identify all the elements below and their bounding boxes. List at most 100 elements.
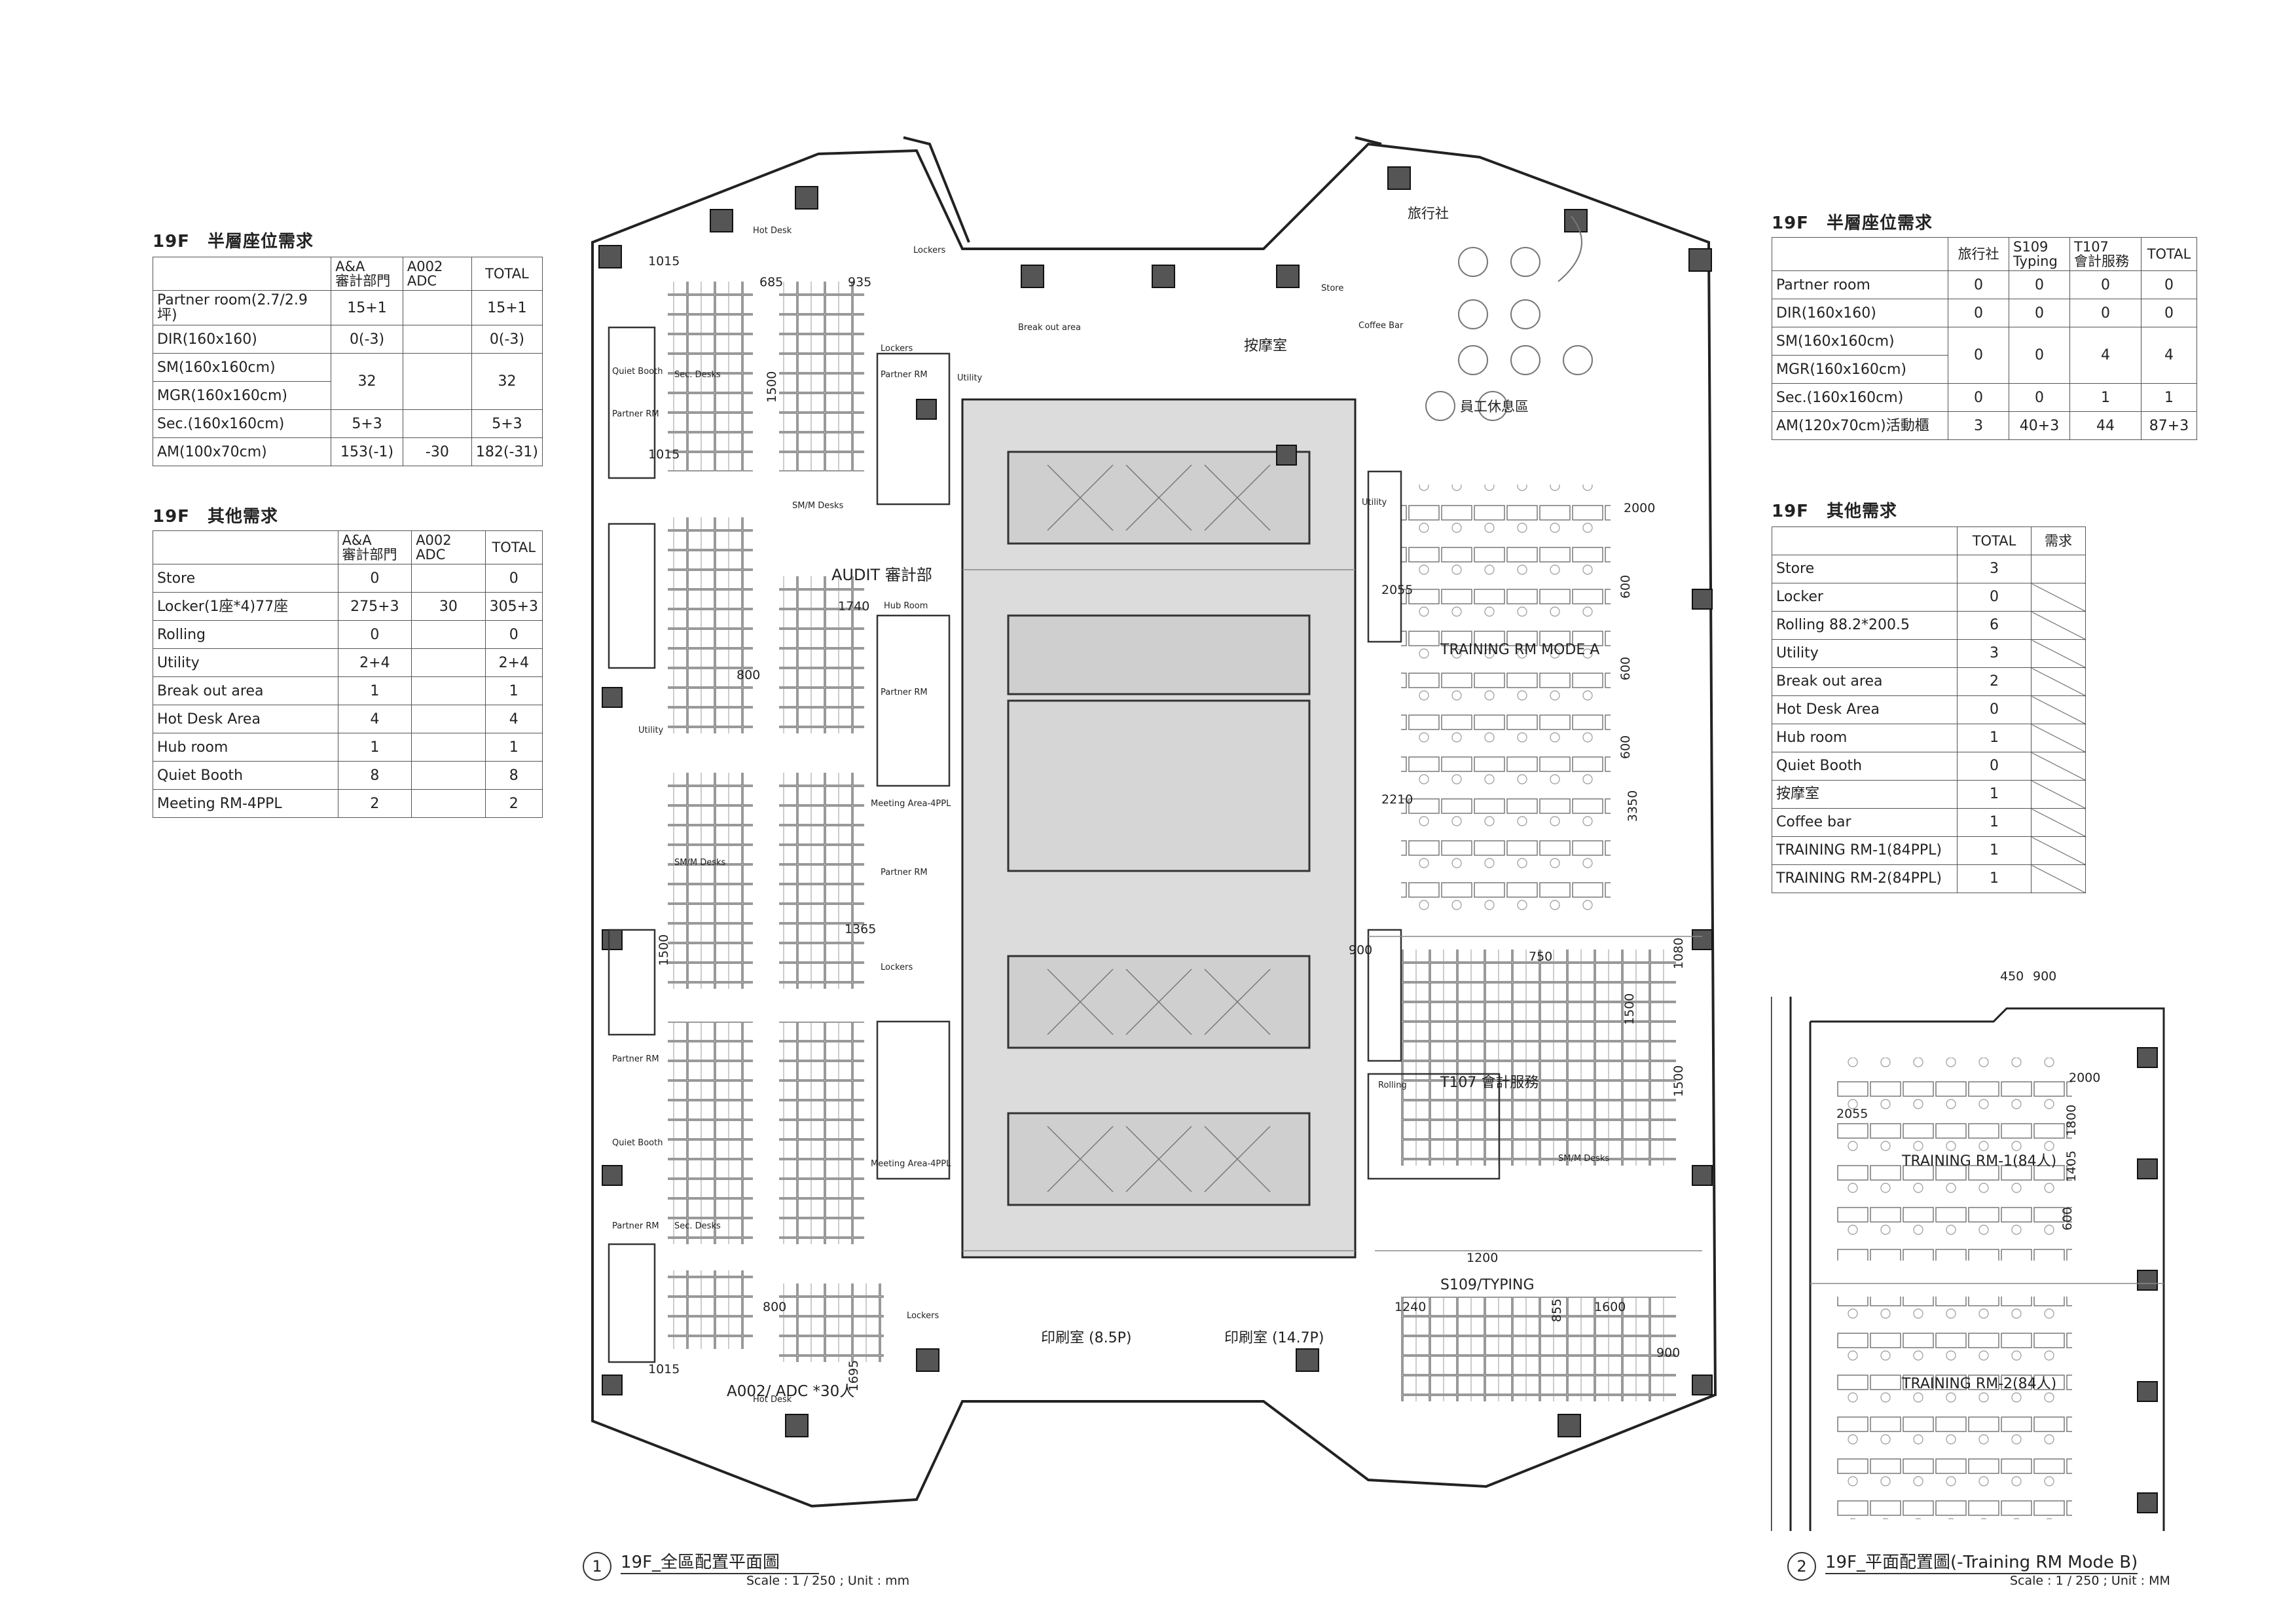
dimension-label: 3350 [1626,790,1641,822]
dimension-label: 2055 [1381,583,1413,597]
dimension-label: 900 [1349,943,1373,957]
drawing-number-1: 1 [583,1552,611,1581]
lockers-label: Lockers [907,1311,939,1321]
utility-label: Utility [638,726,664,735]
dimension-label: 935 [848,275,872,289]
right-other-table-title: 19F 其他需求 [1772,502,1897,521]
lockers-label: Lockers [913,246,946,255]
dimension-label: 800 [737,668,761,682]
dimension-label: 1500 [1671,1065,1686,1098]
store-label: Store [1321,284,1344,293]
left-perimeter-rooms [608,326,1501,1363]
table-row: TRAINING RM-1(84PPL)1 [1772,836,2086,865]
sec-desks-label: Sec. Desks [674,1221,721,1231]
table-row: Partner room(2.7/2.9坪) 15+1 15+1 [152,290,543,326]
drawing-number-2: 2 [1787,1552,1816,1581]
a002-adc-label: A002/ ADC *30人 [727,1383,855,1400]
dimension-label: 1800 [2064,1104,2079,1137]
dimension-label: 2055 [1836,1107,1868,1121]
breakout-area-label: Break out area [1018,323,1082,333]
partner-room-label: Partner RM [881,370,928,380]
dimension-label: 1015 [648,254,680,268]
training-rm-2-label: TRAINING RM-2(84人) [1902,1376,2057,1392]
dimension-label: 2000 [2069,1071,2101,1085]
table-row: SM(160x160cm) 32 32 [152,353,543,411]
dimension-label: 600 [2060,1206,2075,1231]
structural-columns [598,166,1713,1437]
print-room-2-label: 印刷室 (14.7P) [1224,1330,1324,1346]
left-workstations [668,282,884,1362]
dimension-label: 1405 [2064,1150,2079,1183]
quiet-booth-label: Quiet Booth [612,1138,663,1148]
left-seat-table-title: 19F 半層座位需求 [153,232,314,251]
dimension-label: 750 [1529,950,1553,964]
hot-desk-label: Hot Desk [753,226,792,236]
dimension-label: 1015 [648,1362,680,1376]
right-seat-table-title: 19F 半層座位需求 [1772,213,1933,233]
dimension-label: 1500 [657,934,672,967]
sm-m-desks-label: SM/M Desks [674,858,726,868]
dimension-label: 1695 [847,1359,862,1392]
dimension-label: 800 [763,1300,787,1314]
lockers-label: Lockers [881,963,913,972]
dimension-label: 1500 [765,371,780,403]
right-drawing-title: 19F_平面配置圖(-Training RM Mode B) [1825,1549,2138,1574]
partner-room-label: Partner RM [612,1221,659,1231]
building-outline [591,136,1717,1508]
dimension-label: 855 [1550,1298,1565,1323]
lockers-label: Lockers [881,344,913,354]
hot-desk-label: Hot Desk [753,1395,792,1405]
table-row: MGR(160x160cm) [1772,355,2197,384]
dimension-label: 685 [759,275,784,289]
utility-label: Utility [1362,498,1387,507]
table-row: TRAINING RM-2(84PPL)1 [1772,864,2086,893]
dimension-label: 450 [2000,969,2024,984]
dimension-label: 900 [2033,969,2057,984]
building-core [961,398,1357,1259]
massage-room-label: 按摩室 [1244,338,1288,354]
training-room-a-seats [1401,485,1676,1401]
s109-typing-label: S109/TYPING [1440,1277,1535,1293]
t107-label: T107 會計服務 [1440,1075,1539,1091]
quiet-booth-label: Quiet Booth [612,367,663,377]
aisle-lines [962,569,1702,1251]
dimension-label: 1015 [648,447,680,462]
table-row: DIR(160x160) 0(-3) 0(-3) [152,325,543,354]
dimension-label: 600 [1618,735,1633,760]
meeting-area-label: Meeting Area-4PPL [871,799,951,809]
utility-label: Utility [957,373,983,383]
training-room-a-label: TRAINING RM MODE A [1440,642,1600,658]
sm-m-desks-label: SM/M Desks [792,501,844,511]
dimension-label: 2210 [1381,792,1413,807]
dimension-label: 900 [1656,1346,1681,1360]
coffee-bar-label: Coffee Bar [1358,321,1404,331]
left-drawing-scale: Scale : 1 / 250 ; Unit : mm [746,1574,910,1588]
dimension-label: 2000 [1624,501,1656,515]
break-area-furniture [1425,215,1593,421]
left-drawing-title: 19F_全區配置平面圖 [621,1549,820,1574]
partner-room-label: Partner RM [881,688,928,697]
training-rm-1-label: TRAINING RM-1(84人) [1902,1153,2057,1170]
dimension-label: 1200 [1467,1251,1499,1265]
